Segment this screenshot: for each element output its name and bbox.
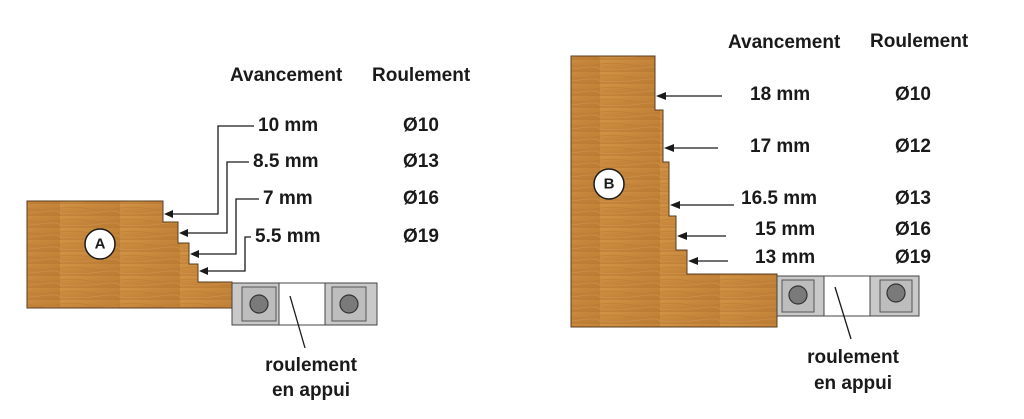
leader-a-4 [207,236,251,272]
arrow-a-3 [190,250,199,258]
bearing-a-3: Ø16 [403,188,439,209]
feed-a-4: 5.5 mm [255,226,320,247]
caption-a-line2: en appui [272,380,350,401]
diagram-a: A Avancement Roulement 10 mm Ø10 8.5 mm … [26,65,471,401]
caption-b-line1: roulement [807,347,900,368]
caption-leader-b [834,286,852,340]
bearing-assembly-b [776,275,920,317]
header-feed-b: Avancement [728,32,841,53]
label-circle-a [84,228,116,260]
leader-a-3 [198,198,259,255]
bearing-b-3: Ø13 [895,188,931,209]
arrow-b-4 [677,232,687,240]
feed-b-3: 16.5 mm [741,188,817,209]
arrow-b-3 [670,201,680,209]
bolt-icon [886,283,906,303]
feed-b-4: 15 mm [755,219,815,240]
label-a: A [95,236,106,253]
bearing-b-5: Ø19 [895,247,931,268]
leader-a-2 [187,161,249,234]
arrow-a-4 [199,267,208,275]
bearing-b [823,275,871,317]
caption-leader-a [289,295,306,349]
feed-b-1: 18 mm [750,84,810,105]
bearing-a [278,282,326,326]
arrow-b-1 [656,92,666,100]
bearing-a-1: Ø10 [403,115,439,136]
header-bearing-a: Roulement [372,65,471,86]
bearing-b-1: Ø10 [895,84,931,105]
bolt-icon [788,285,808,305]
feed-b-5: 13 mm [755,247,815,268]
label-b: B [604,176,615,193]
leader-a-1 [172,125,254,215]
diagram-b: B Avancement Roulement 18 mm Ø10 17 mm Ø… [570,31,969,394]
feed-a-3: 7 mm [263,188,313,209]
caption-a-line1: roulement [265,355,358,376]
label-circle-b [593,168,625,200]
caption-b-line2: en appui [814,373,892,394]
bearing-a-4: Ø19 [403,226,439,247]
bearing-b-4: Ø16 [895,219,931,240]
header-bearing-b: Roulement [870,31,969,52]
arrow-a-1 [164,210,173,218]
arrow-b-5 [688,257,698,265]
feed-a-2: 8.5 mm [253,151,318,172]
bolt-icon [339,294,359,314]
bolt-icon [249,294,269,314]
feed-b-2: 17 mm [750,136,810,157]
header-feed-a: Avancement [230,65,343,86]
bearing-a-2: Ø13 [403,151,439,172]
arrow-a-2 [179,229,188,237]
bearing-b-2: Ø12 [895,136,931,157]
arrow-b-2 [664,144,674,152]
bearing-assembly-a [231,282,378,326]
feed-a-1: 10 mm [258,115,318,136]
